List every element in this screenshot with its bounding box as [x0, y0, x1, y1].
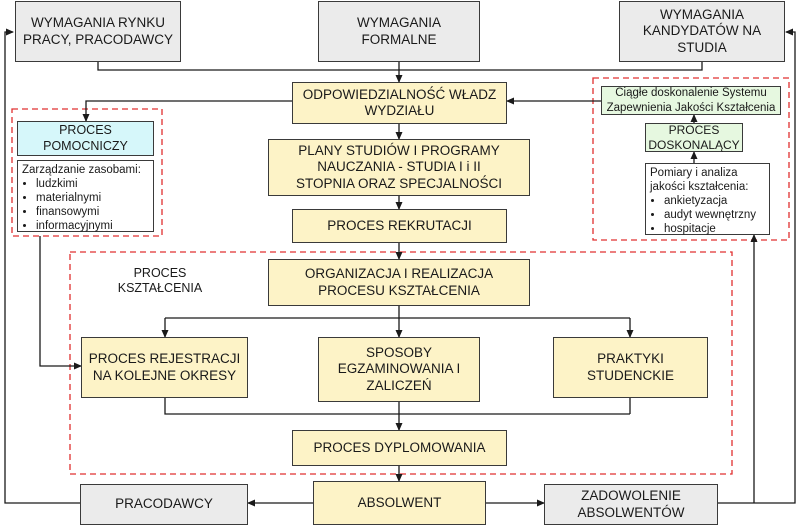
recruitment-box: PROCES REKRUTACJI: [292, 209, 507, 243]
resource-item: finansowymi: [36, 205, 149, 219]
exams-box: SPOSOBY EGZAMINOWANIA I ZALICZEŃ: [318, 337, 480, 402]
measurement-item: ankietyzacja: [664, 194, 765, 208]
improving-process-box: PROCES DOSKONALĄCY: [645, 123, 743, 152]
graduate-satisfaction-box: ZADOWOLENIE ABSOLWENTÓW: [544, 484, 718, 525]
arrow-support-to-education: [39, 236, 82, 370]
education-process-label: PROCES KSZTAŁCENIA: [117, 266, 203, 296]
employers-box: PRACODAWCY: [80, 484, 248, 525]
organization-box: ORGANIZACJA I REALIZACJA PROCESU KSZTAŁC…: [268, 259, 530, 306]
resource-management-list: Zarządzanie zasobami: ludzkimi materialn…: [17, 160, 154, 232]
quality-measurement-list: Pomiary i analiza jakości kształcenia: a…: [645, 163, 770, 235]
faculty-authority-box: ODPOWIEDZIALNOŚĆ WŁADZ WYDZIAŁU: [292, 82, 507, 124]
resource-item: ludzkimi: [36, 177, 149, 191]
registration-box: PROCES REJESTRACJI NA KOLEJNE OKRESY: [81, 337, 248, 398]
support-region: [11, 108, 163, 237]
graduate-box: ABSOLWENT: [313, 481, 486, 525]
diploma-box: PROCES DYPLOMOWANIA: [292, 430, 507, 466]
support-process-box: PROCES POMOCNICZY: [17, 121, 154, 156]
arrow-labor-to-authority: [97, 62, 399, 71]
improve-region: [592, 77, 790, 241]
measurement-item: audyt wewnętrzny: [664, 208, 765, 222]
arrow-candidates-to-authority: [399, 62, 703, 71]
curricula-box: PLANY STUDIÓW I PROGRAMY NAUCZANIA - STU…: [268, 139, 530, 196]
candidate-requirements-box: WYMAGANIA KANDYDATÓW NA STUDIA: [619, 1, 785, 62]
continuous-improvement-box: Ciągłe doskonalenie Systemu Zapewnienia …: [601, 86, 781, 115]
measurement-item: hospitacje: [664, 222, 765, 236]
arrow-authority-to-support: [82, 100, 292, 122]
resource-item: materialnymi: [36, 191, 149, 205]
merge-to-diploma: [164, 398, 631, 415]
split-organization: [165, 306, 630, 319]
resource-management-heading: Zarządzanie zasobami:: [22, 164, 141, 176]
resource-item: informacyjnymi: [36, 219, 149, 233]
internships-box: PRAKTYKI STUDENCKIE: [553, 337, 708, 398]
arrow-employers-feedback: [4, 28, 80, 504]
labor-market-requirements-box: WYMAGANIA RYNKU PRACY, PRACODAWCY: [15, 1, 181, 62]
formal-requirements-box: WYMAGANIA FORMALNE: [318, 1, 480, 62]
arrow-satisfaction-feedback: [718, 28, 796, 504]
quality-measurement-heading: Pomiary i analiza jakości kształcenia:: [650, 167, 749, 194]
